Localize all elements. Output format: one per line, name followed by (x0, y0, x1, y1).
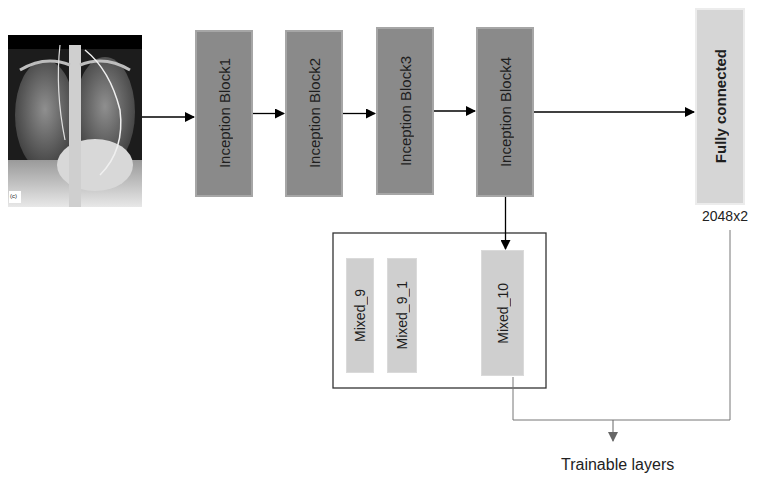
flow-arrow (505, 197, 506, 249)
flow-arrow (434, 110, 475, 111)
trainable-group (333, 233, 546, 388)
mixed-layer: Mixed_9 (346, 258, 374, 373)
trainable-arrow (613, 420, 614, 441)
trainable-wire (513, 230, 730, 420)
node-label: Inception Block1 (216, 58, 233, 168)
node-label: Fully connected (712, 49, 729, 163)
inception-block: Inception Block2 (285, 30, 343, 197)
inception-block: Inception Block3 (376, 27, 434, 195)
fc-layer: Fully connected (695, 8, 745, 205)
node-label: Inception Block4 (497, 57, 514, 167)
node-label: Mixed_10 (495, 283, 511, 344)
mixed-layer: Mixed_9_1 (387, 258, 417, 373)
annotation: Trainable layers (561, 456, 674, 474)
mixed-layer: Mixed_10 (481, 250, 524, 376)
node-label: Inception Block3 (397, 56, 414, 166)
flow-arrow (534, 111, 694, 112)
node-label: Mixed_9 (352, 289, 368, 342)
inception-block: Inception Block4 (476, 27, 534, 197)
input-arrow (142, 116, 194, 117)
inception-block: Inception Block1 (195, 30, 253, 197)
node-label: Inception Block2 (306, 58, 323, 168)
flow-arrow (253, 113, 284, 114)
xray-image (8, 35, 142, 207)
node-label: Mixed_9_1 (394, 281, 410, 350)
annotation: 2048x2 (702, 208, 748, 224)
flow-arrow (343, 113, 375, 114)
image-mark: (c) (10, 193, 17, 199)
